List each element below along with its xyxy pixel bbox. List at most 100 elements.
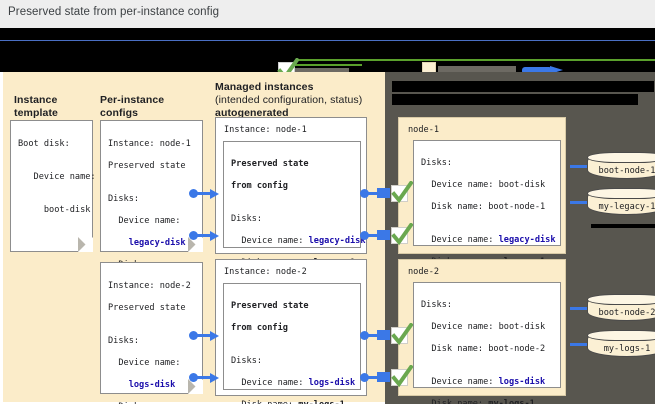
banner-grey-block-1 [287,68,349,72]
green-check-icon [391,365,413,388]
green-check-icon [391,181,413,204]
disk-label: boot-node-2 [598,308,655,318]
disk-label: boot-node-1 [598,166,655,176]
managed-instance-inner-node-2: Preserved state from config Disks: Devic… [223,283,361,404]
disk-label: my-logs-1 [603,344,651,354]
connector-line [366,192,378,195]
boot-device-name-line: Device name: boot-disk [421,322,546,332]
preserved-state-label: Preserved state [108,161,186,171]
boot-disk-label: Boot disk: [18,139,70,149]
disk-connector-line [570,201,588,204]
device-name-value: boot-disk [18,205,91,215]
disk-cylinder-boot-node-2: boot-node-2 [587,294,655,321]
disk-label: my-legacy-1 [598,202,655,212]
disks-label: Disks: [421,300,453,310]
folded-corner-fill [188,237,203,252]
legend-banner-redacted [0,28,655,72]
banner-green-rule-2 [292,64,362,66]
blue-arrow-icon [522,66,564,72]
cylinder-cap [587,152,655,163]
disk-connector-line [570,307,588,310]
connector-line [366,376,378,379]
cylinder-shadow [591,224,655,228]
device-name-value: legacy-disk [108,238,186,248]
connector-line [366,234,378,237]
green-check-icon [391,323,413,346]
boot-disk-name-line: Disk name: boot-node-2 [421,344,546,354]
device-name-label: Device name: [108,358,181,368]
connector-square [377,372,390,382]
preserved-state-line-1: Preserved state [231,301,309,311]
caption-text: Preserved state from per-instance config [8,6,220,18]
disk-name-label: Disk name: [421,399,489,404]
connector-dot [189,231,198,240]
redacted-heading-line-1 [392,81,654,92]
per-instance-config-card-node-2: Instance: node-2 Preserved state Disks: … [100,262,203,404]
green-check-icon [391,223,413,246]
node-title: node-2 [408,267,440,277]
instance-line: Instance: node-1 [224,125,307,135]
cylinder-cap [587,294,655,305]
connector-dot [360,373,369,382]
preserved-state-line-2: from config [231,323,288,333]
connector-dot [360,189,369,198]
preserved-state-line-1: Preserved state [231,159,309,169]
device-name-label: Device name: [421,235,499,245]
disks-label: Disks: [108,194,140,204]
cylinder-cap [587,330,655,341]
disk-name-value: my-logs-1 [298,400,345,404]
device-name-label: Device name: [231,236,309,246]
cylinder-cap [587,188,655,199]
redacted-heading-line-2 [392,94,638,105]
connector-line [366,334,378,337]
connector-line [196,376,212,379]
device-name-label: Device name: [421,377,499,387]
connector-dot [189,189,198,198]
disk-name-value: my-logs-1 [488,399,535,404]
node-title: node-1 [408,125,440,135]
device-name-label: Device name: [18,172,96,182]
connector-dot [360,231,369,240]
device-name-label: Device name: [231,378,309,388]
connector-dot [189,373,198,382]
boot-disk-name-line: Disk name: boot-node-1 [421,202,546,212]
connector-square [377,230,390,240]
column-heading-per-instance-configs: Per-instance configs [100,94,165,119]
device-name-value: legacy-disk [308,236,366,246]
preserved-state-label: Preserved state [108,303,186,313]
connector-arrowhead [210,231,219,241]
instance-line: Instance: node-1 [108,139,191,149]
device-name-value: logs-disk [108,380,176,390]
disk-cylinder-my-logs-1: my-logs-1 [587,330,655,357]
managed-instance-card-node-2: Instance: node-2 Preserved state from co… [215,259,367,404]
disk-name-label: Disk name: [108,402,170,404]
instance-line: Instance: node-2 [108,281,191,291]
connector-arrowhead [210,189,219,199]
node-details-node-1: Disks: Device name: boot-disk Disk name:… [413,140,561,322]
disk-cylinder-my-legacy-1: my-legacy-1 [587,188,655,215]
connector-square [377,330,390,340]
device-name-value: logs-disk [308,378,356,388]
connector-arrowhead [210,331,219,341]
connector-dot [360,331,369,340]
connector-dot [189,331,198,340]
diagram-stage: Instance template Per-instance configs M… [0,72,655,404]
banner-green-rule [298,59,655,61]
disk-connector-line [570,343,588,346]
green-check-icon [277,58,299,72]
connector-arrowhead [210,373,219,383]
connector-square [377,188,390,198]
disk-cylinder-boot-node-1: boot-node-1 [587,152,655,179]
instance-template-card: Boot disk: Device name: boot-disk [10,120,96,252]
per-instance-config-card-node-1: Instance: node-1 Preserved state Disks: … [100,120,203,347]
device-name-value: logs-disk [498,377,546,387]
connector-line [196,234,212,237]
column-heading-managed-instances: Managed instances (intended configuratio… [215,81,363,119]
node-card-node-2: node-2 Disks: Device name: boot-disk Dis… [398,259,566,404]
device-name-value: legacy-disk [498,235,556,245]
cream-swatch-icon [422,62,436,72]
disk-name-label: Disk name: [231,400,298,404]
disks-label: Disks: [231,214,263,224]
caption-bar: Preserved state from per-instance config [0,0,655,28]
disks-label: Disks: [421,158,453,168]
